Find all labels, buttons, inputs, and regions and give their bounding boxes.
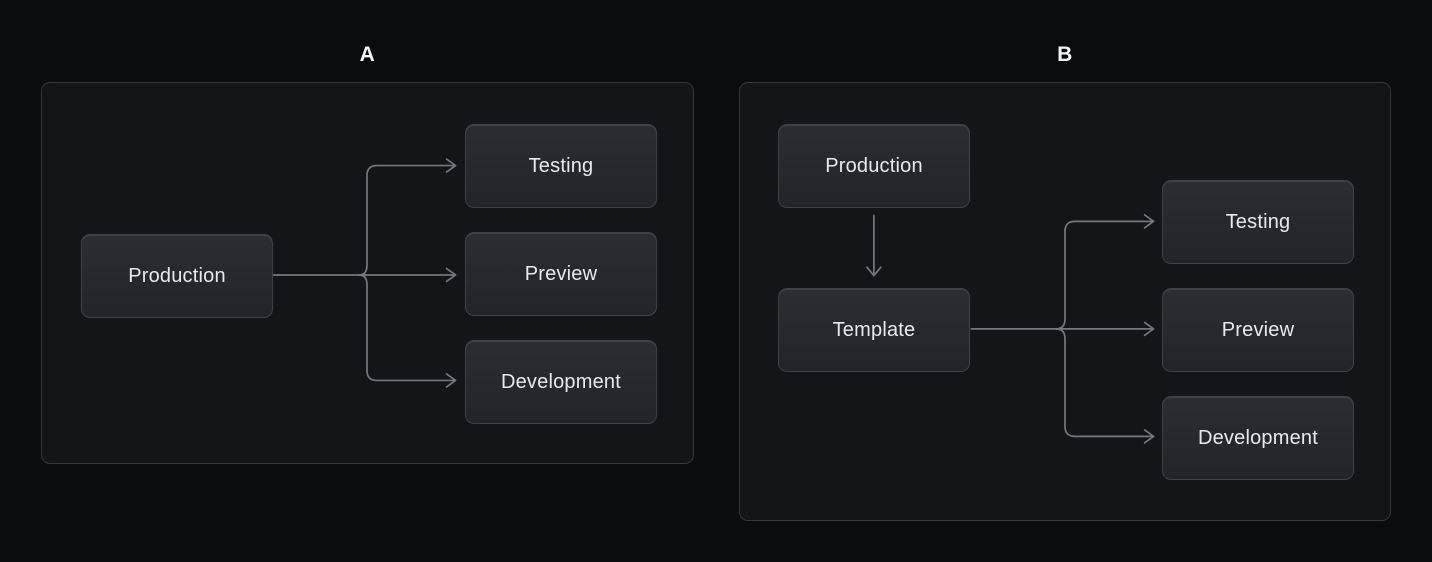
arrowhead-icon	[445, 373, 457, 388]
arrowhead-icon	[1143, 214, 1155, 229]
diagram-b-connector-lines	[866, 214, 1155, 444]
node-production: Production	[81, 234, 273, 318]
diagram-b-title: B	[1057, 43, 1073, 66]
arrowhead-icon	[1143, 429, 1155, 444]
arrowhead-icon	[1143, 321, 1155, 337]
node-development: Development	[465, 340, 657, 424]
diagram-a-panel: Production Testing Preview Development	[41, 82, 694, 464]
node-development: Development	[1162, 396, 1354, 480]
node-preview: Preview	[1162, 288, 1354, 372]
diagram-a-title: A	[359, 43, 376, 66]
arrowhead-icon	[445, 267, 457, 283]
node-template: Template	[778, 288, 970, 372]
diagram-b-panel: Production Template Testing Preview Deve…	[739, 82, 1391, 521]
node-testing: Testing	[1162, 180, 1354, 264]
arrowhead-icon	[866, 266, 882, 277]
arrowhead-icon	[445, 158, 457, 173]
node-production: Production	[778, 124, 970, 208]
node-testing: Testing	[465, 124, 657, 208]
node-preview: Preview	[465, 232, 657, 316]
diagram-a-connector-lines	[271, 158, 457, 388]
